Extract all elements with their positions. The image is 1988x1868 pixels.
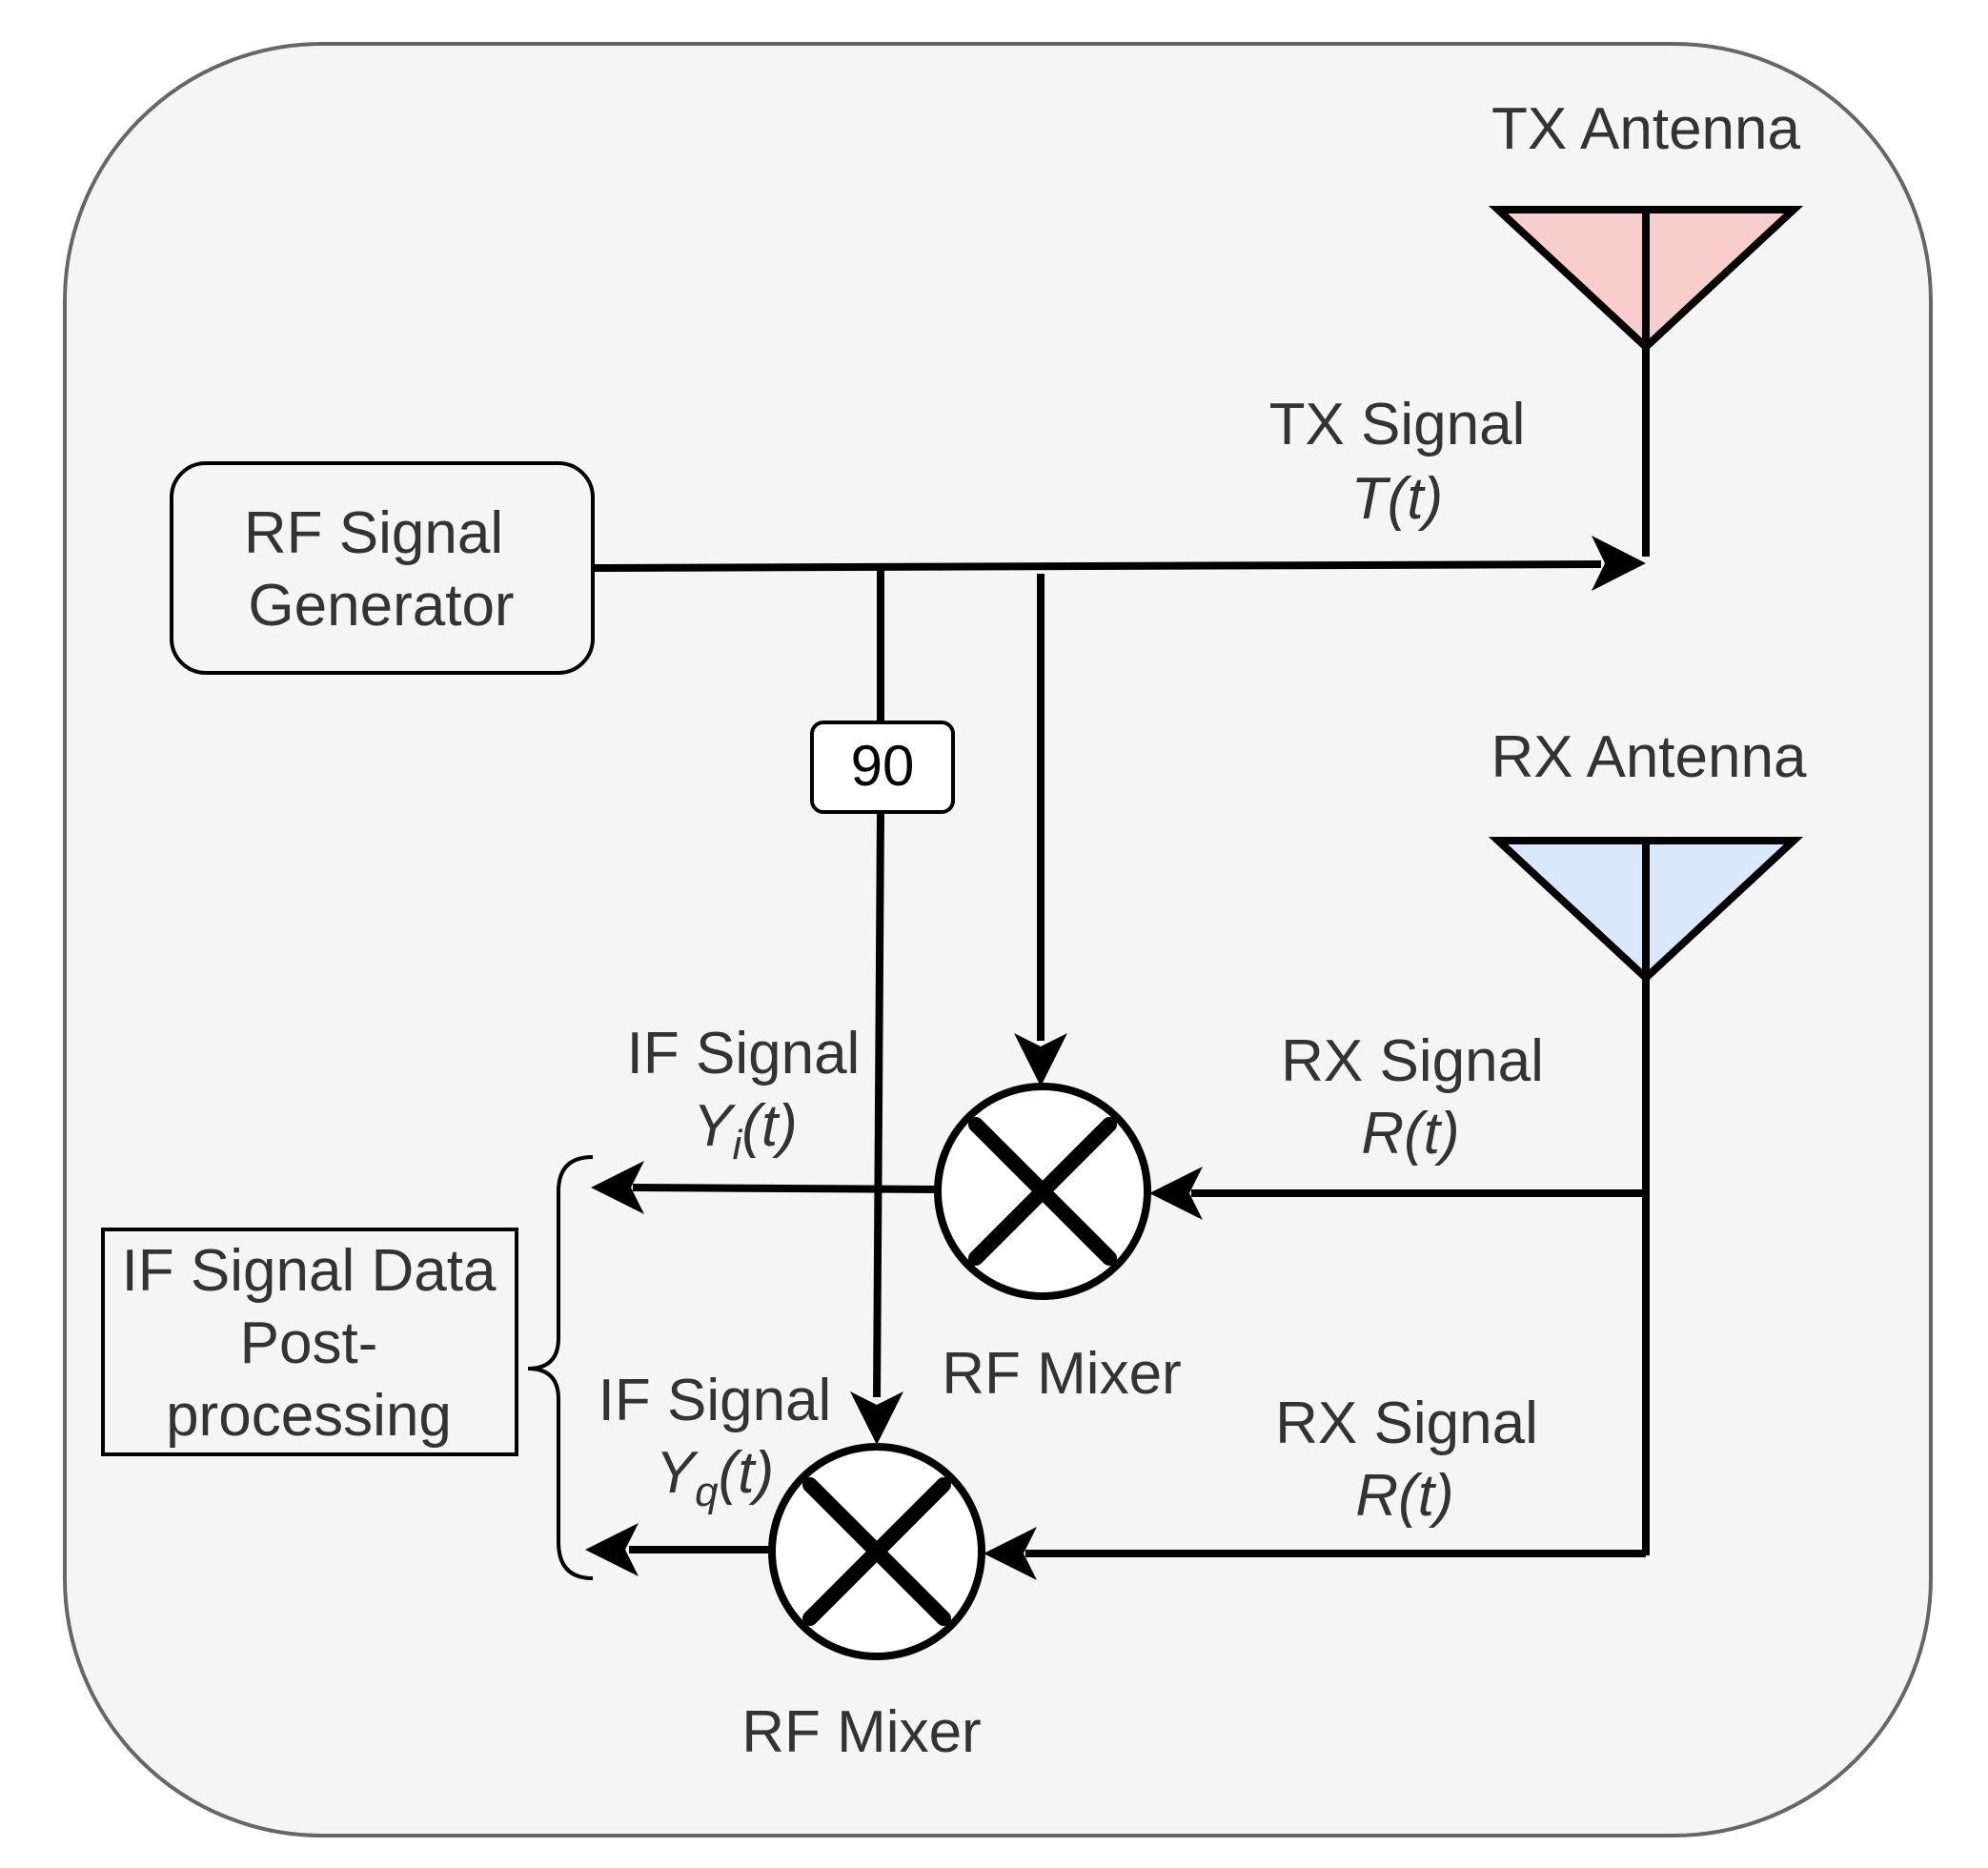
if-post-processing-line1: IF Signal Data [122,1238,497,1304]
if-signal-q-sym: Y [656,1440,700,1506]
if-signal-i-sym: Y [693,1093,737,1159]
if-signal-q-sub: q [695,1469,719,1515]
mixer-bottom-cross-b [802,1477,951,1626]
if-outputs-brace [527,1155,594,1580]
mixer-top-label: RF Mixer [942,1341,1181,1407]
lo-q-branch-lower [873,811,884,1398]
tx-antenna [1488,206,1804,557]
phase-shifter-label: 90 [851,734,915,798]
if-signal-i-symbol: Yi(t) [693,1093,798,1168]
rx-antenna-label: RX Antenna [1491,724,1807,790]
tx-feed-line [592,560,1602,572]
if-signal-q-symbol: Yq(t) [656,1440,774,1515]
phase-shifter-90: 90 [810,721,955,814]
rx-signal-top-label: RX Signal [1281,1028,1544,1094]
rf-signal-generator-line2: Generator [248,573,514,639]
phase-shifter-box [810,721,955,814]
rf-mixer-top [934,1083,1151,1300]
rf-mixer-bottom [768,1443,985,1660]
tx-signal-label: TX Signal [1269,392,1526,457]
if-post-processing: IF Signal Data Post- processing [101,1228,518,1456]
mixer-bottom-label: RF Mixer [741,1699,981,1765]
if-post-processing-line2: Post- [240,1310,378,1376]
tx-signal-symbol: T(t) [1351,466,1443,532]
rx-signal-top-symbol: R(t) [1361,1101,1459,1167]
if-i-output-arrowhead [591,1161,644,1214]
if-signal-i-arg: (t) [741,1093,798,1159]
if-q-output-arrowhead [585,1523,639,1576]
if-post-processing-line3: processing [166,1383,452,1449]
if-signal-i-sub: i [733,1122,743,1168]
lo-i-arrowhead [1014,1033,1067,1086]
rx-signal-bottom-symbol: R(t) [1355,1463,1453,1529]
rx-antenna [1488,837,1804,1555]
rf-signal-generator-box [170,461,595,675]
rx-signal-bottom-label: RX Signal [1275,1391,1538,1456]
tx-feed-arrowhead [1592,536,1646,591]
rf-signal-generator: RF Signal Generator [170,461,595,675]
rf-signal-generator-line1: RF Signal [244,500,503,566]
if-signal-q-label: IF Signal [598,1368,832,1433]
if-i-output-line [632,1184,939,1193]
if-signal-i-label: IF Signal [627,1021,861,1086]
tx-antenna-label: TX Antenna [1491,96,1801,162]
if-signal-q-arg: (t) [719,1440,775,1506]
rx-to-mixer-bottom-arrowhead [984,1527,1037,1580]
lo-q-arrowhead [850,1391,903,1445]
if-post-processing-box [101,1228,518,1456]
mixer-top-cross-b [968,1117,1117,1266]
rx-to-mixer-top-arrowhead [1149,1167,1203,1220]
